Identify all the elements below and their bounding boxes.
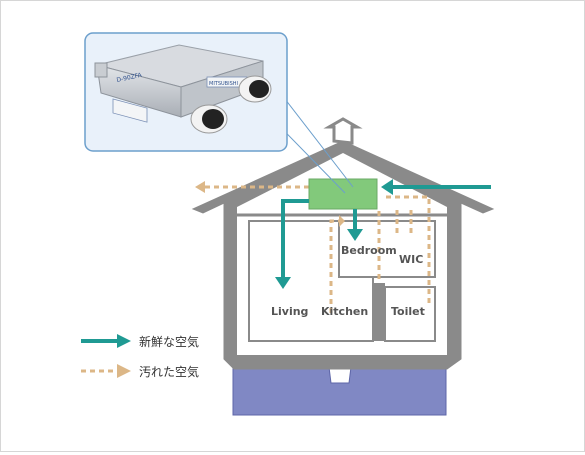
room-label-wic: WIC (399, 253, 423, 266)
product-label-right: MITSUBISHI (209, 81, 238, 87)
stale-air-arrowhead (195, 181, 205, 193)
legend-stale-arrowhead (117, 364, 131, 378)
fresh-air-arrowhead-living (275, 277, 291, 289)
house-foundation (232, 366, 447, 416)
product-unit-image (94, 44, 272, 134)
ventilation-unit (308, 178, 378, 210)
fresh-air-arrowhead-in (381, 179, 393, 195)
fresh-air-paths (281, 185, 491, 279)
room-toilet (384, 286, 436, 342)
fresh-air-arrowhead-bedroom (347, 229, 363, 241)
legend-fresh-arrowhead (117, 334, 131, 348)
room-label-toilet: Toilet (391, 305, 425, 318)
room-label-bedroom: Bedroom (341, 244, 397, 257)
room-label-kitchen: Kitchen (321, 305, 368, 318)
legend-stale-air-label: 汚れた空気 (139, 364, 199, 379)
legend: 新鮮な空気 汚れた空気 (81, 334, 199, 379)
legend-fresh-air-label: 新鮮な空気 (139, 334, 199, 349)
roof-vent (323, 117, 363, 145)
room-label-living: Living (271, 305, 308, 318)
interior-block (373, 283, 385, 341)
